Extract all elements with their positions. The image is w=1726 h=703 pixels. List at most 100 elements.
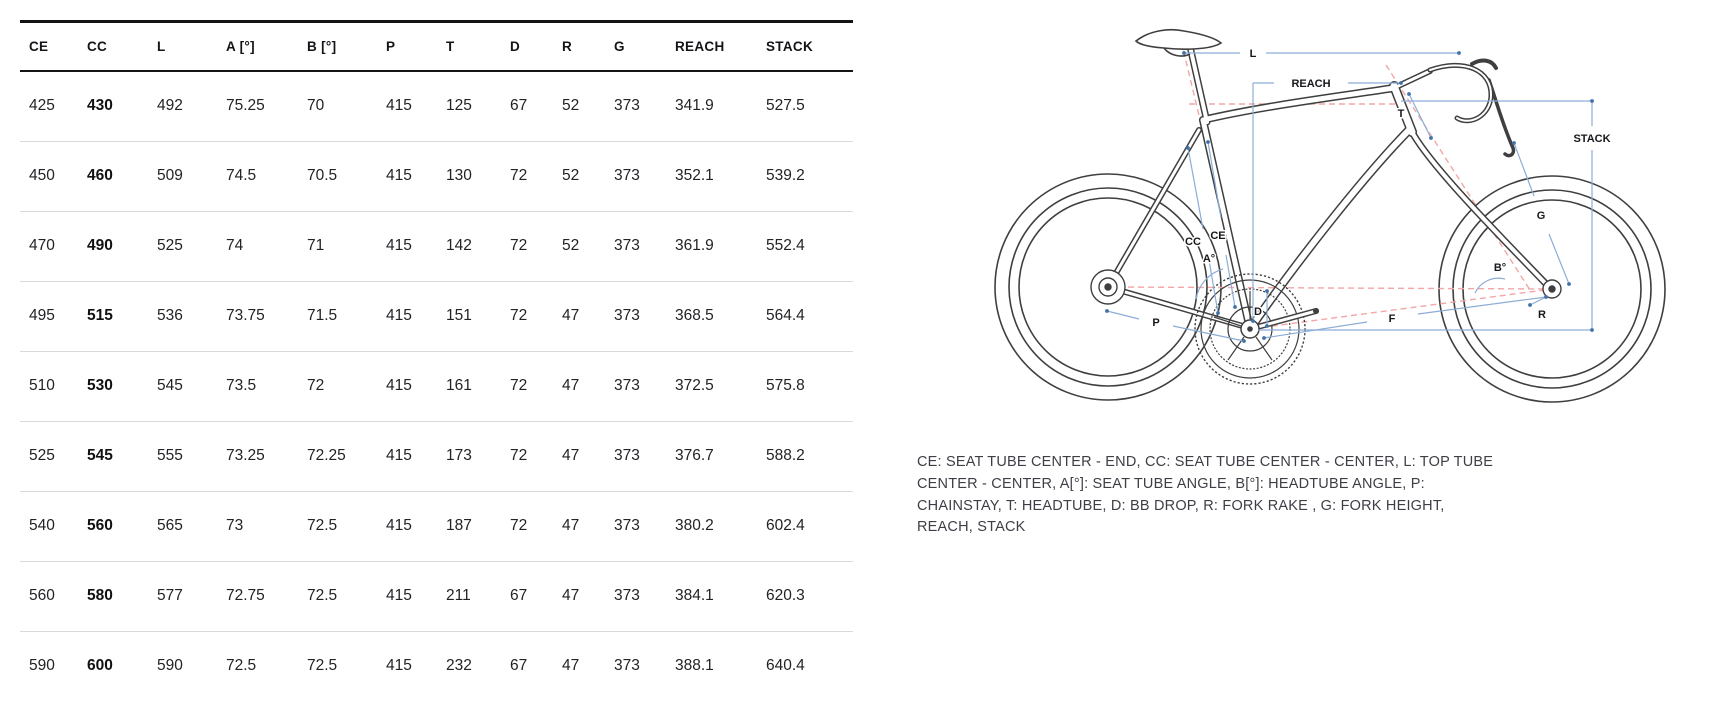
- table-cell: 545: [87, 420, 157, 491]
- column-header: L: [157, 23, 226, 72]
- table-cell: 515: [87, 280, 157, 351]
- table-cell: 425: [29, 97, 55, 115]
- table-cell: 187: [446, 490, 510, 561]
- table-cell: 460: [87, 140, 157, 211]
- table-cell: 47: [562, 560, 614, 631]
- table-cell: 560: [20, 560, 87, 631]
- table-cell: 415: [386, 140, 446, 211]
- table-cell: 577: [157, 560, 226, 631]
- column-header: R: [562, 23, 614, 72]
- table-cell: 74: [226, 210, 307, 281]
- table-cell: 52: [562, 97, 580, 115]
- table-cell: 47: [562, 350, 614, 421]
- table-cell: 602.4: [766, 490, 853, 561]
- column-header: P: [386, 23, 446, 72]
- table-cell: 415: [386, 420, 446, 491]
- table-cell: 361.9: [675, 210, 766, 281]
- table-cell: 372.5: [675, 350, 766, 421]
- table-cell: 373: [614, 490, 675, 561]
- table-cell: 67: [510, 560, 562, 631]
- table-cell: 373: [614, 560, 675, 631]
- table-cell: 72: [510, 490, 562, 561]
- diagram-label-l: L: [1250, 48, 1257, 60]
- table-cell: 545: [157, 350, 226, 421]
- table-cell: 575.8: [766, 350, 853, 421]
- table-cell: 490: [87, 210, 157, 281]
- table-cell: 415: [386, 630, 446, 701]
- diagram-label-ce: CE: [1210, 230, 1225, 242]
- table-cell: 373: [614, 210, 675, 281]
- diagram-label-g: G: [1537, 210, 1546, 222]
- table-cell: 590: [157, 630, 226, 701]
- legend-text: CE: SEAT TUBE CENTER - END, CC: SEAT TUB…: [917, 454, 1494, 536]
- table-cell: 72.5: [226, 630, 307, 701]
- table-cell: 72.75: [226, 560, 307, 631]
- table-cell: 492: [157, 97, 183, 115]
- table-cell: 600: [87, 630, 157, 701]
- column-header: T: [446, 23, 510, 72]
- table-cell: 415: [386, 490, 446, 561]
- table-cell: 555: [157, 420, 226, 491]
- table-cell: 495: [20, 280, 87, 351]
- table-cell: 47: [562, 280, 614, 351]
- table-cell: 539.2: [766, 140, 853, 211]
- table-cell: 72: [510, 210, 562, 281]
- hubs: [1090, 269, 1562, 305]
- table-cell: 530: [87, 350, 157, 421]
- table-cell: 70: [307, 97, 325, 115]
- table-cell: 151: [446, 280, 510, 351]
- handlebar-inner: [1429, 64, 1493, 122]
- table-cell: 72: [510, 280, 562, 351]
- table-cell: 565: [157, 490, 226, 561]
- table-cell: 72.5: [307, 560, 386, 631]
- table-cell: 73.75: [226, 280, 307, 351]
- table-cell: 72: [510, 350, 562, 421]
- table-cell: 373: [614, 97, 640, 115]
- table-cell: 415: [386, 210, 446, 281]
- table-cell: 415: [386, 280, 446, 351]
- table-cell: 67: [510, 97, 528, 115]
- diagram-label-f: F: [1389, 313, 1396, 325]
- table-cell: 161: [446, 350, 510, 421]
- handlebar: [1427, 58, 1516, 158]
- table-cell: 590: [20, 630, 87, 701]
- table-cell: 72.25: [307, 420, 386, 491]
- table-cell: 142: [446, 210, 510, 281]
- table-cell: 73.5: [226, 350, 307, 421]
- table-cell: 373: [614, 350, 675, 421]
- table-cell: 380.2: [675, 490, 766, 561]
- table-cell: 373: [614, 280, 675, 351]
- table-cell: 71: [307, 210, 386, 281]
- table-cell: 70.5: [307, 140, 386, 211]
- diagram-label-reach: REACH: [1291, 78, 1330, 90]
- diagram-label-b-angle: B°: [1494, 262, 1506, 274]
- table-cell: 373: [614, 140, 675, 211]
- table-cell: 72: [510, 420, 562, 491]
- table-cell: 384.1: [675, 560, 766, 631]
- table-cell: 527.5: [766, 97, 805, 115]
- table-cell: 415: [386, 560, 446, 631]
- table-cell: 72.5: [307, 490, 386, 561]
- annotation-endpoints: [1105, 51, 1594, 343]
- table-cell: 536: [157, 280, 226, 351]
- diagram-label-cc: CC: [1185, 236, 1201, 248]
- table-cell: 73.25: [226, 420, 307, 491]
- table-cell: 373: [614, 630, 675, 701]
- bike-geometry-diagram: L REACH T STACK G CC CE A° B° D R P F: [994, 28, 1666, 403]
- diagram-label-a-angle: A°: [1203, 253, 1215, 265]
- table-cell: 130: [446, 140, 510, 211]
- table-cell: 510: [20, 350, 87, 421]
- table-cell: 71.5: [307, 280, 386, 351]
- column-header: REACH: [675, 23, 766, 72]
- diagram-label-d: D: [1254, 306, 1262, 318]
